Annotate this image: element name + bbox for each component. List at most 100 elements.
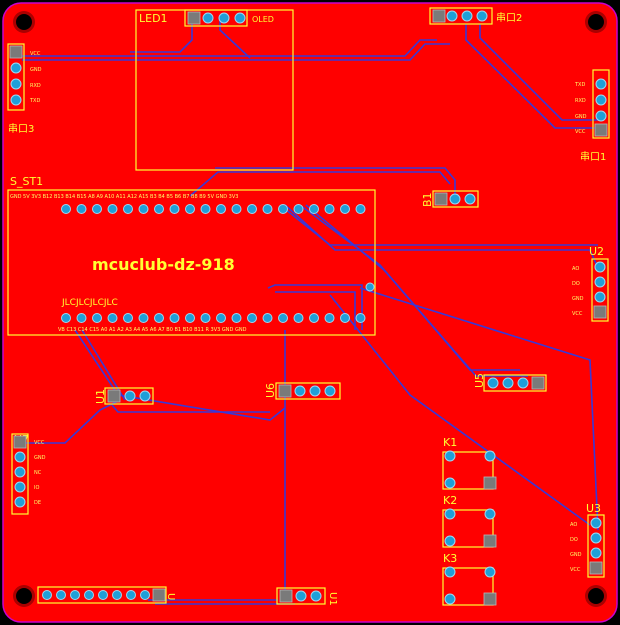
k2-label: K2: [443, 494, 457, 507]
bottom-right-header: U1: [276, 587, 338, 606]
header-pin: [107, 313, 118, 323]
svg-text:VCC: VCC: [572, 311, 583, 317]
u3-sensor: U3 AO DO GND VCC: [570, 502, 605, 578]
svg-text:VCC: VCC: [570, 567, 581, 573]
header-pin: [169, 204, 180, 214]
svg-text:AO: AO: [570, 522, 577, 528]
u6-label: U6: [264, 383, 277, 398]
jlc-label: JLCJLCJLCJLC: [61, 298, 118, 308]
header-bottom-pin-labels: VB C13 C14 C15 A0 A1 A2 A3 A4 A5 A6 A7 B…: [58, 327, 247, 333]
header-pin: [216, 313, 226, 323]
header-pin: [92, 204, 102, 214]
traces: [22, 18, 599, 605]
svg-text:RXD: RXD: [575, 98, 586, 104]
header-pin: [309, 204, 319, 214]
project-label: mcuclub-dz-918: [92, 255, 235, 274]
header-pin: [231, 204, 242, 214]
u1-label: U1: [94, 389, 107, 404]
port3-label: 串口3: [8, 123, 34, 135]
svg-text:NC: NC: [34, 470, 42, 476]
header-pin: [70, 590, 80, 600]
header-pin: [293, 204, 304, 214]
svg-text:GND: GND: [572, 296, 584, 302]
header-pin: [231, 313, 242, 323]
header-pin: [340, 313, 350, 323]
k3-label: K3: [443, 552, 457, 565]
header-pin: [42, 590, 52, 600]
port2-label: 串口2: [496, 12, 522, 24]
b1-label: B1: [421, 192, 434, 207]
header-pin: [247, 204, 257, 214]
key-k3: K3: [442, 552, 497, 606]
u7-sensor: U7 VCC GND NC IO DE: [11, 433, 46, 515]
svg-text:GND: GND: [30, 67, 42, 73]
port3-header: VCC GND RXD TXD 串口3: [7, 43, 42, 135]
svg-text:GND: GND: [575, 114, 587, 120]
port1-label: 串口1: [580, 151, 606, 163]
header-pin: [112, 590, 122, 600]
header-pin: [262, 313, 273, 323]
u1-sensor: U1: [94, 387, 154, 405]
header-pin: [278, 313, 288, 323]
header-pin: [324, 313, 335, 323]
header-pin: [278, 204, 288, 214]
s-st1-module: S_ST1 mcuclub-dz-918 JLCJLCJLCJLC GND 5V…: [7, 175, 376, 336]
svg-text:DE: DE: [34, 500, 41, 506]
header-pin: [92, 313, 102, 323]
svg-text:DO: DO: [572, 281, 580, 287]
mounting-holes: [13, 11, 607, 607]
svg-text:VCC: VCC: [30, 51, 41, 57]
oled-label: OLED: [252, 15, 274, 24]
header-pin: [185, 313, 195, 323]
svg-text:VCC: VCC: [34, 440, 45, 446]
u5-label: U5: [473, 373, 486, 388]
header-pin: [152, 588, 166, 602]
svg-text:TXD: TXD: [29, 98, 40, 104]
k1-label: K1: [443, 436, 457, 449]
header-pin: [123, 204, 133, 214]
u6-sensor: U6: [264, 382, 341, 400]
header-pin: [123, 313, 133, 323]
header-top-pin-labels: GND 5V 3V3 B12 B13 B14 B15 A8 A9 A10 A11…: [10, 194, 238, 200]
header-pin: [154, 204, 164, 214]
header-pin: [216, 204, 226, 214]
header-pin: [154, 313, 164, 323]
key-k1: K1: [442, 436, 497, 490]
header-pin: [138, 313, 149, 323]
s-st1-label: S_ST1: [10, 175, 43, 188]
svg-text:GND: GND: [570, 552, 582, 558]
svg-text:AO: AO: [572, 266, 579, 272]
header-pin: [355, 204, 366, 214]
header-pin: [185, 204, 195, 214]
svg-text:IO: IO: [34, 485, 39, 491]
u5-sensor: U5: [473, 373, 547, 392]
header-pin: [355, 313, 366, 323]
header-pin: [324, 204, 335, 214]
bottom-right-label: U1: [327, 592, 338, 606]
bottom-left-header: U: [37, 586, 176, 604]
port1-header: TXD RXD GND VCC 串口1: [574, 69, 610, 163]
header-pin: [140, 590, 150, 600]
header-pin: [107, 204, 118, 214]
header-pin: [169, 313, 180, 323]
header-pin: [200, 313, 211, 323]
svg-text:GND: GND: [34, 455, 46, 461]
header-pin: [293, 313, 304, 323]
header-pin: [76, 204, 87, 214]
port2-header: 串口2: [429, 7, 522, 25]
u2-sensor: U2 AO DO GND VCC: [572, 245, 609, 322]
key-k2: K2: [442, 494, 497, 548]
header-pin: [61, 313, 71, 323]
header-pin: [84, 590, 94, 600]
svg-text:DO: DO: [570, 537, 578, 543]
header-pin: [76, 313, 87, 323]
header-pin: [340, 204, 350, 214]
svg-text:VCC: VCC: [575, 129, 586, 135]
header-pin: [309, 313, 319, 323]
led1-label: LED1: [139, 12, 168, 25]
header-pin: [98, 590, 108, 600]
bottom-left-label: U: [165, 593, 176, 600]
u2-label: U2: [589, 245, 604, 258]
